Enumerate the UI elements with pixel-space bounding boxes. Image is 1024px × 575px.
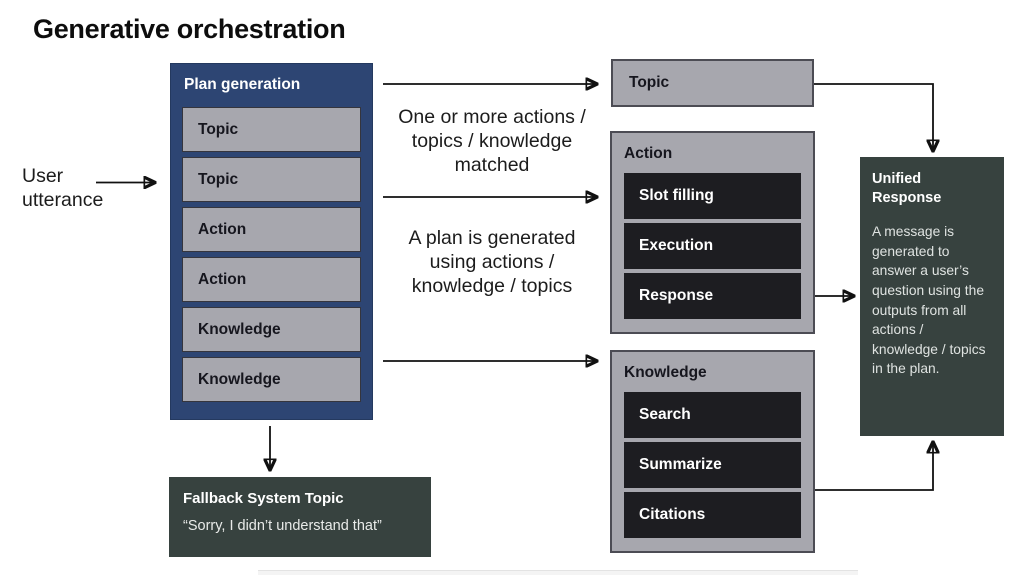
page-title: Generative orchestration [33, 14, 346, 44]
topic-result-title: Topic [629, 74, 670, 91]
arrow-topic-to-unified [814, 83, 933, 150]
knowledge-group-rows: Search Summarize Citations [624, 392, 801, 538]
knowledge-group-box: Knowledge Search Summarize Citations [610, 350, 815, 553]
unified-response-body: A message is generated to answer a user’… [872, 224, 986, 377]
plan-item-knowledge-2: Knowledge [182, 357, 361, 402]
plan-generation-box: Plan generation Topic Topic Action Actio… [170, 63, 373, 420]
bottom-cutoff-strip [258, 570, 858, 575]
annotation-matched: One or more actions / topics / knowledge… [398, 106, 586, 176]
action-group-box: Action Slot filling Execution Response [610, 131, 815, 334]
knowledge-step-summarize: Summarize [624, 442, 801, 488]
plan-item-action-2: Action [182, 257, 361, 302]
plan-generation-title: Plan generation [184, 76, 301, 93]
plan-generation-rows: Topic Topic Action Action Knowledge Know… [182, 107, 361, 402]
topic-result-box: Topic [611, 59, 814, 107]
unified-response-title: Unified Response [872, 171, 942, 207]
fallback-system-topic-title: Fallback System Topic [183, 490, 344, 507]
action-step-execution: Execution [624, 223, 801, 269]
action-step-response: Response [624, 273, 801, 319]
unified-response-box: Unified Response A message is generated … [860, 157, 1004, 436]
arrow-knowledge-to-unified [815, 443, 933, 491]
plan-item-topic-2: Topic [182, 157, 361, 202]
action-group-rows: Slot filling Execution Response [624, 173, 801, 319]
fallback-quote: “Sorry, I didn’t understand that” [183, 518, 382, 534]
annotation-plan-generated: A plan is generated using actions / know… [408, 227, 576, 297]
fallback-system-topic-box: Fallback System Topic “Sorry, I didn’t u… [169, 477, 431, 557]
action-group-title: Action [624, 145, 673, 162]
plan-item-action-1: Action [182, 207, 361, 252]
plan-item-knowledge-1: Knowledge [182, 307, 361, 352]
knowledge-step-citations: Citations [624, 492, 801, 538]
plan-item-topic-1: Topic [182, 107, 361, 152]
knowledge-group-title: Knowledge [624, 364, 707, 381]
user-utterance-label: User utterance [22, 165, 104, 211]
action-step-slot-filling: Slot filling [624, 173, 801, 219]
knowledge-step-search: Search [624, 392, 801, 438]
